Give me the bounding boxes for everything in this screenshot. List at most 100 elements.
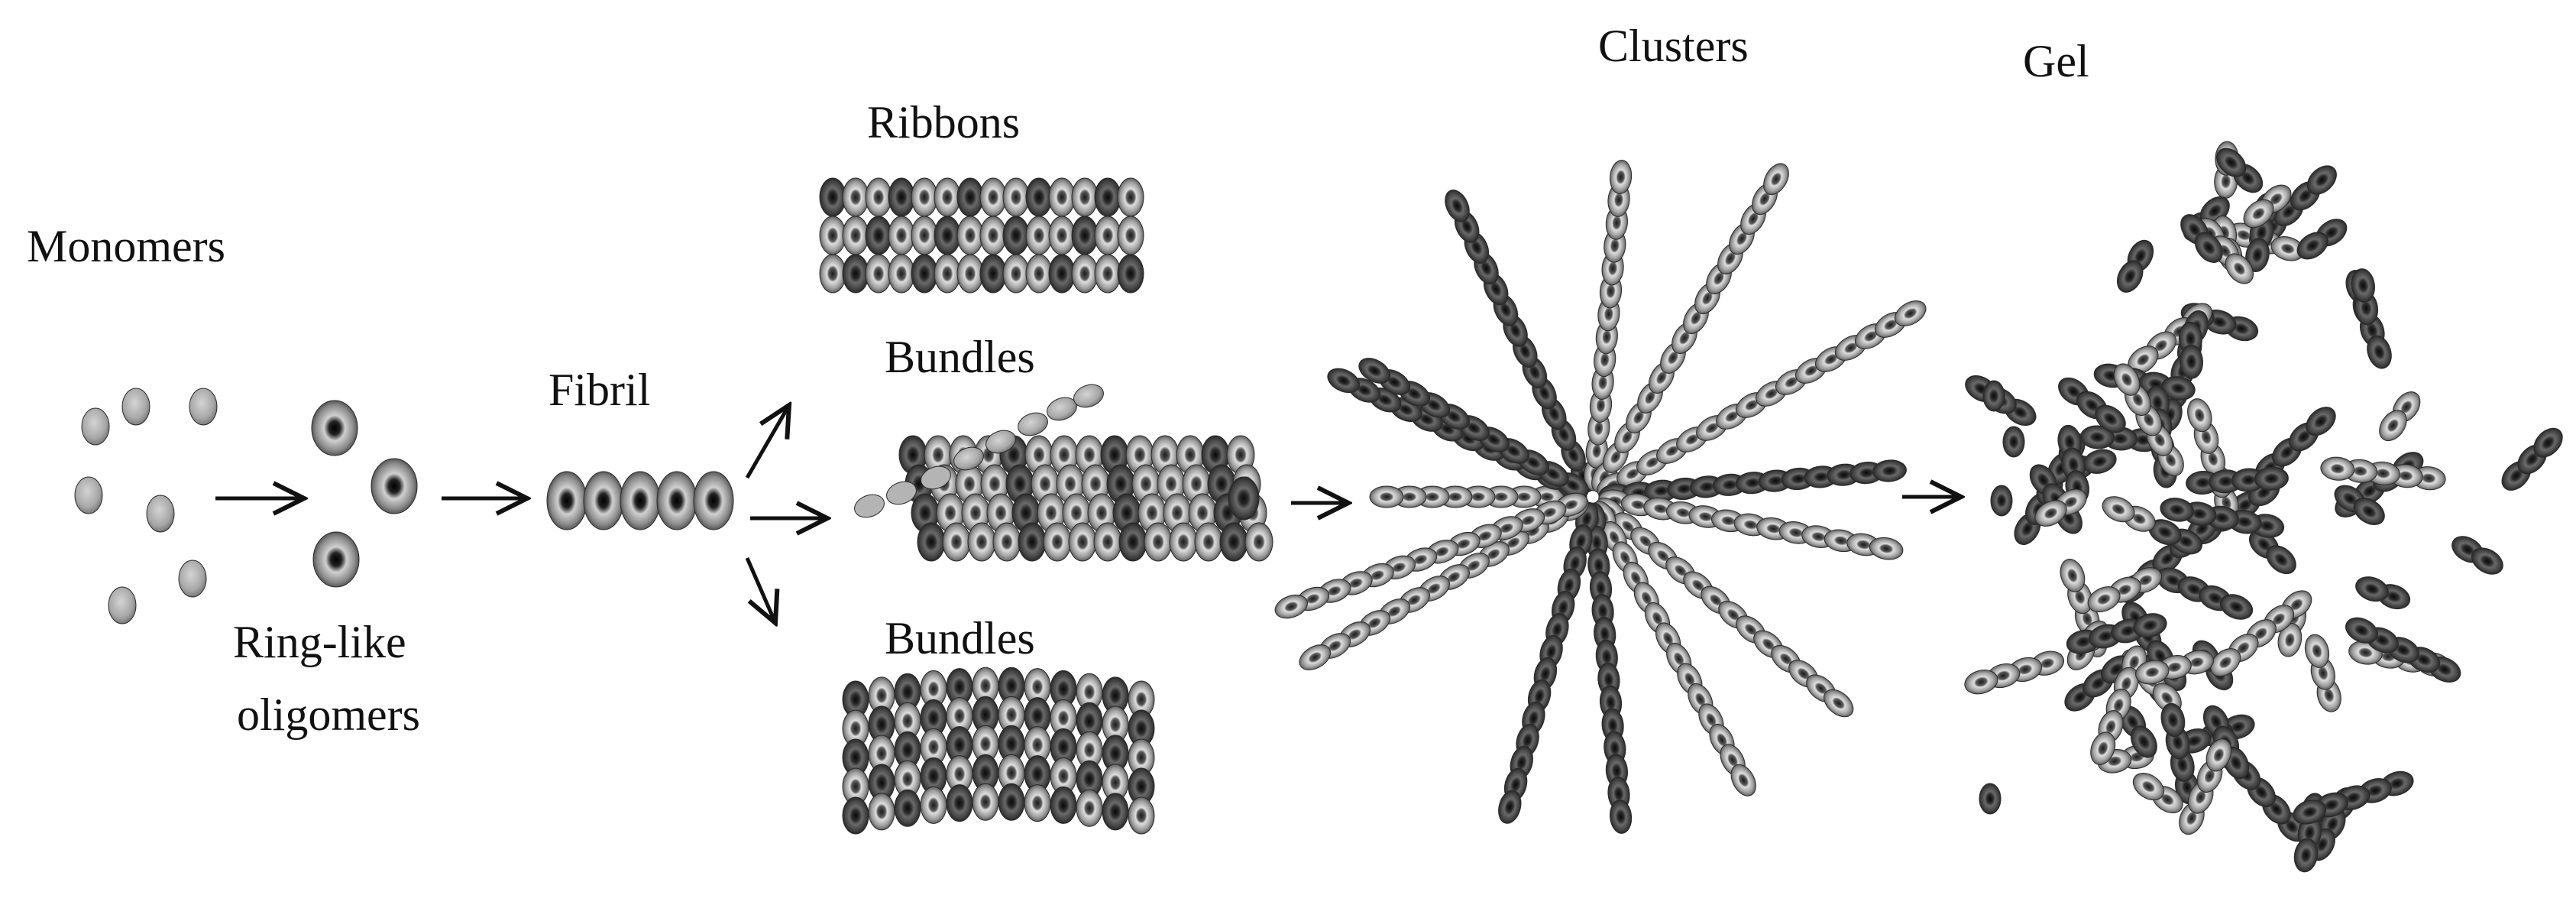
ribbon-bead bbox=[819, 216, 846, 255]
label-bundles-top: Bundles bbox=[885, 332, 1035, 382]
gel-bead bbox=[2345, 617, 2378, 644]
monomer bbox=[121, 388, 150, 426]
ribbon-bead bbox=[819, 254, 846, 294]
ribbons-group bbox=[819, 177, 1144, 294]
bundle-end-bead bbox=[1228, 476, 1260, 521]
ribbon-bead bbox=[1025, 216, 1053, 255]
bundle-bead bbox=[1093, 522, 1122, 562]
cluster-bead bbox=[1369, 485, 1404, 508]
ribbon-bead bbox=[819, 177, 846, 217]
gel-bead bbox=[2353, 498, 2385, 526]
ribbon-bead bbox=[842, 216, 869, 255]
gel-bead bbox=[1979, 783, 2002, 815]
ribbon-bead bbox=[865, 177, 892, 217]
label-gel: Gel bbox=[2023, 36, 2089, 86]
gel-bead bbox=[2113, 363, 2141, 396]
ribbon-bead bbox=[1048, 177, 1076, 217]
bundle-bead bbox=[1244, 522, 1273, 562]
twisted-bundle-bead bbox=[972, 783, 999, 821]
bundle-bead bbox=[1194, 522, 1223, 562]
cluster-bead bbox=[1498, 790, 1522, 824]
cluster-bead bbox=[1327, 368, 1360, 394]
gel-bead bbox=[2533, 427, 2563, 458]
gel-bead bbox=[2254, 466, 2289, 491]
cluster-bead bbox=[1730, 764, 1756, 796]
unwinding-monomer bbox=[886, 481, 917, 505]
ring-oligomer bbox=[311, 400, 358, 456]
ring-oligomer bbox=[312, 531, 360, 588]
bundle-bead bbox=[992, 522, 1021, 562]
ribbon-bead bbox=[956, 216, 984, 255]
cluster-bead bbox=[1610, 799, 1633, 834]
gel-bead bbox=[2225, 253, 2254, 284]
fibril-bead bbox=[583, 471, 624, 530]
ribbon-bead bbox=[911, 177, 938, 217]
ribbon-bead bbox=[1094, 216, 1121, 255]
gel-bead bbox=[2296, 232, 2328, 260]
twisted-bundle-bead bbox=[894, 789, 921, 827]
ribbon-bead bbox=[934, 254, 961, 294]
gel-bead bbox=[1964, 670, 1998, 695]
bundle-bead bbox=[1043, 522, 1072, 562]
unwinding-monomer bbox=[854, 494, 885, 518]
gel-bead bbox=[2210, 648, 2241, 677]
gel-bead bbox=[1982, 380, 2005, 412]
cluster-bead bbox=[1274, 594, 1309, 619]
ribbon-bead bbox=[956, 177, 984, 217]
gel-bead bbox=[2102, 496, 2135, 523]
ribbon-bead bbox=[1002, 216, 1030, 255]
cluster-bead bbox=[1824, 689, 1854, 718]
twisted-bundle-bead bbox=[1128, 796, 1155, 835]
bundle-bead bbox=[1068, 522, 1097, 562]
gel-group bbox=[1964, 141, 2563, 873]
monomer bbox=[146, 495, 175, 533]
gel-bead bbox=[2132, 773, 2164, 801]
ribbon-bead bbox=[1094, 177, 1121, 217]
cluster-bead bbox=[1358, 358, 1390, 384]
ribbon-bead bbox=[1071, 216, 1099, 255]
gel-bead bbox=[2160, 498, 2195, 522]
ribbon-bead bbox=[979, 216, 1007, 255]
twisted-bundle-bead bbox=[1076, 789, 1103, 827]
twisted-bundle-bead bbox=[1050, 786, 1077, 824]
gel-bead bbox=[1990, 485, 2013, 517]
ribbon-bead bbox=[956, 254, 984, 294]
bundle-bead bbox=[1169, 522, 1198, 562]
fibril-bead bbox=[693, 471, 734, 530]
ribbon-bead bbox=[979, 254, 1007, 294]
gel-bead bbox=[2205, 738, 2232, 772]
fibril-group bbox=[546, 471, 734, 530]
ribbon-bead bbox=[911, 216, 938, 255]
label-fibril: Fibril bbox=[549, 365, 650, 415]
gel-bead bbox=[2245, 238, 2270, 272]
gel-bead bbox=[2034, 500, 2067, 527]
unwinding-monomer bbox=[1073, 384, 1104, 408]
twisted-bundle-bead bbox=[946, 784, 973, 822]
ribbon-bead bbox=[1117, 216, 1144, 255]
fibril-bead bbox=[656, 471, 697, 530]
fibril-bead bbox=[620, 471, 661, 530]
bundles-group bbox=[854, 384, 1273, 562]
gel-bead bbox=[2135, 660, 2170, 685]
cluster-bead bbox=[1445, 190, 1470, 222]
ribbon-bead bbox=[1048, 254, 1076, 294]
ribbon-bead bbox=[1002, 177, 1030, 217]
cluster-bead bbox=[1869, 537, 1904, 560]
gel-bead bbox=[2277, 622, 2303, 657]
gel-bead bbox=[2243, 199, 2274, 229]
twisted-bundle-bead bbox=[868, 793, 895, 831]
gel-bead bbox=[2095, 404, 2126, 433]
gel-bead bbox=[2219, 594, 2254, 620]
gel-bead bbox=[2355, 576, 2389, 602]
label-oligomers: oligomers bbox=[237, 689, 420, 740]
gel-bead bbox=[2090, 731, 2116, 765]
bundle-bead bbox=[1118, 522, 1147, 562]
gel-bead bbox=[2320, 456, 2355, 481]
gel-bead bbox=[2130, 725, 2157, 758]
ribbon-bead bbox=[888, 216, 915, 255]
gel-bead bbox=[2351, 268, 2375, 303]
bundle-bead bbox=[967, 522, 996, 562]
gel-bead bbox=[2367, 335, 2392, 369]
